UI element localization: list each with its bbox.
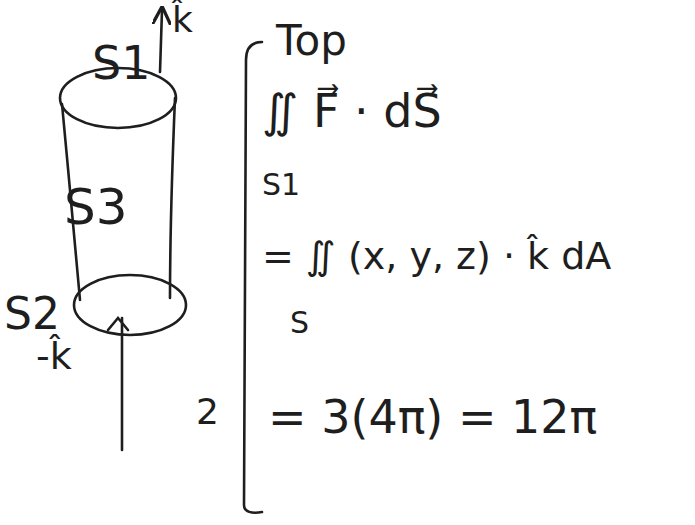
surface-label: S1 <box>92 38 150 89</box>
integral-subscript: S1 <box>262 168 300 201</box>
surface-label: S2 <box>4 290 60 338</box>
normal-arrow <box>108 318 128 330</box>
unit-normal: -k̂ <box>36 336 72 378</box>
normal-line <box>121 318 124 450</box>
heading-note: Top <box>276 18 347 64</box>
side-wall <box>170 98 175 298</box>
integral-subscript: S <box>290 306 309 339</box>
integral-expression: ∬ F⃗ · dS⃗ <box>262 86 442 137</box>
result-expression: = 3(4π) = 12π <box>268 392 597 443</box>
integral-expression: = ∬ (x, y, z) · k̂ dA <box>262 236 611 278</box>
unit-normal: k̂ <box>172 0 193 40</box>
bracket <box>244 42 262 513</box>
surface-label: S3 <box>64 180 128 235</box>
note-number: 2 <box>196 392 219 432</box>
normal-arrow <box>160 10 162 72</box>
